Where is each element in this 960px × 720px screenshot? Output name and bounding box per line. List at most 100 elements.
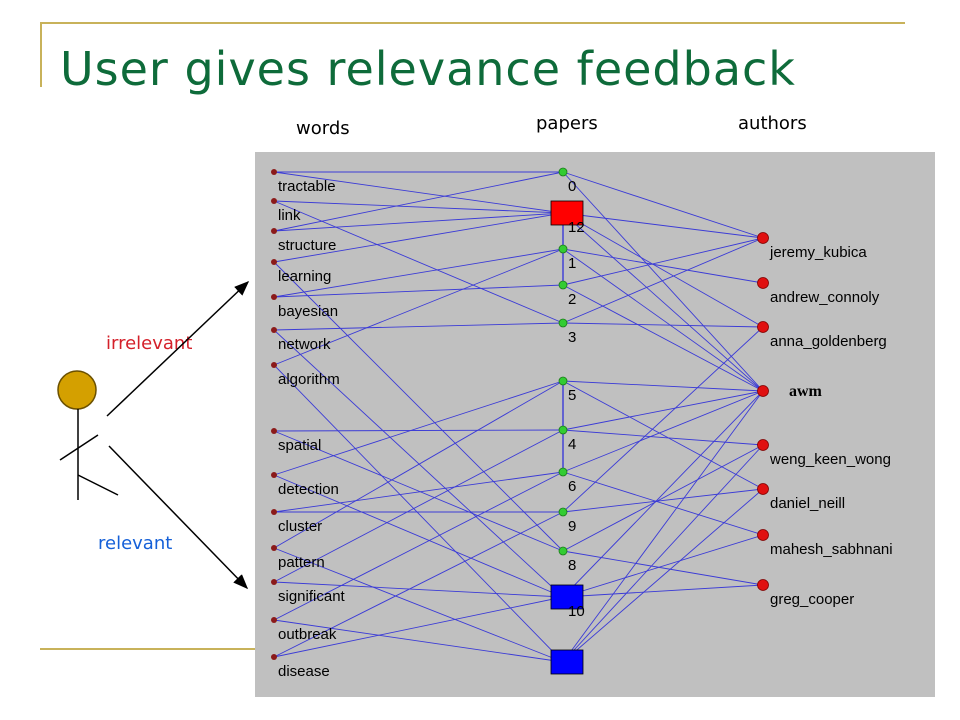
graph-edge — [273, 429, 564, 432]
paper-node-8[interactable] — [558, 546, 568, 556]
paper-node-unlabeled-relevant[interactable] — [550, 649, 584, 675]
word-node-network[interactable] — [271, 327, 277, 333]
graph-edge — [562, 444, 764, 552]
graph-edge — [562, 390, 764, 598]
paper-node-5[interactable] — [558, 376, 568, 386]
paper-node-2[interactable] — [558, 280, 568, 290]
author-node-weng-keen-wong[interactable] — [757, 439, 769, 451]
author-label-greg-cooper: greg_cooper — [770, 591, 854, 608]
word-label-cluster: cluster — [278, 518, 322, 535]
graph-edge — [273, 171, 564, 214]
graph-edge — [273, 619, 564, 663]
graph-edge — [273, 212, 564, 263]
graph-edge — [562, 390, 764, 663]
graph-edge — [273, 596, 564, 658]
node-layer: tractablelinkstructurelearningbayesianne… — [271, 167, 893, 680]
graph-edge — [562, 550, 764, 586]
slide-title: User gives relevance feedback — [60, 42, 796, 96]
paper-label-10: 10 — [568, 603, 585, 620]
word-node-bayesian[interactable] — [271, 294, 277, 300]
author-label-jeremy-kubica: jeremy_kubica — [769, 244, 867, 261]
author-label-weng-keen-wong: weng_keen_wong — [769, 451, 891, 468]
paper-node-0[interactable] — [558, 167, 568, 177]
author-node-daniel-neill[interactable] — [757, 483, 769, 495]
paper-label-9: 9 — [568, 518, 576, 535]
graph-edge — [273, 212, 564, 232]
word-node-pattern[interactable] — [271, 545, 277, 551]
frame-bottom-line — [40, 648, 255, 650]
author-label-anna-goldenberg: anna_goldenberg — [770, 333, 887, 350]
graph-edge — [273, 322, 564, 331]
author-label-daniel-neill: daniel_neill — [770, 495, 845, 512]
graph-background — [255, 152, 935, 697]
graph-edge — [562, 444, 764, 663]
graph-edge — [273, 248, 564, 298]
paper-node-9[interactable] — [558, 507, 568, 517]
graph-edge — [562, 212, 764, 239]
paper-label-5: 5 — [568, 387, 576, 404]
word-label-structure: structure — [278, 237, 336, 254]
author-node-mahesh-sabhnani[interactable] — [757, 529, 769, 541]
graph-edge — [562, 171, 764, 392]
graph-edge — [562, 429, 764, 446]
relevant-label: relevant — [98, 533, 173, 554]
frame-top-line — [40, 22, 905, 24]
author-label-andrew-connoly: andrew_connoly — [770, 289, 880, 306]
paper-label-0: 0 — [568, 178, 576, 195]
graph-edge — [273, 380, 564, 476]
user-leg — [77, 474, 119, 496]
frame-left-line — [40, 22, 42, 87]
word-label-significant: significant — [278, 588, 346, 605]
graph-edge — [562, 212, 764, 392]
word-node-tractable[interactable] — [271, 169, 277, 175]
word-node-disease[interactable] — [271, 654, 277, 660]
word-node-detection[interactable] — [271, 472, 277, 478]
word-label-learning: learning — [278, 268, 331, 285]
graph-edge — [562, 248, 764, 284]
paper-node-4[interactable] — [558, 425, 568, 435]
paper-node-6[interactable] — [558, 467, 568, 477]
graph-edge — [562, 380, 764, 490]
graph-edge — [273, 200, 564, 214]
graph-edge — [562, 390, 764, 473]
word-label-network: network — [278, 336, 331, 353]
irrelevant-label: irrelevant — [106, 333, 193, 354]
graph-edge — [273, 471, 564, 621]
column-header-papers: papers — [536, 113, 598, 134]
word-label-detection: detection — [278, 481, 339, 498]
author-node-greg-cooper[interactable] — [757, 579, 769, 591]
author-node-jeremy-kubica[interactable] — [757, 232, 769, 244]
graph-edge — [562, 488, 764, 663]
author-label-mahesh-sabhnani: mahesh_sabhnani — [770, 541, 893, 558]
author-node-anna-goldenberg[interactable] — [757, 321, 769, 333]
author-node-awm[interactable] — [757, 385, 769, 397]
graph-edge — [562, 534, 764, 598]
graph-edge — [273, 581, 564, 598]
graph-edge — [273, 380, 564, 549]
word-node-algorithm[interactable] — [271, 362, 277, 368]
graph-edge — [562, 584, 764, 598]
word-node-significant[interactable] — [271, 579, 277, 585]
word-node-learning[interactable] — [271, 259, 277, 265]
paper-node-10-relevant[interactable] — [550, 584, 584, 610]
paper-node-3[interactable] — [558, 318, 568, 328]
word-node-outbreak[interactable] — [271, 617, 277, 623]
paper-node-1[interactable] — [558, 244, 568, 254]
author-node-andrew-connoly[interactable] — [757, 277, 769, 289]
graph-edge — [562, 471, 764, 536]
paper-node-12-irrelevant[interactable] — [550, 200, 584, 226]
word-node-structure[interactable] — [271, 228, 277, 234]
user-head — [57, 370, 97, 410]
word-label-pattern: pattern — [278, 554, 325, 571]
word-label-tractable: tractable — [278, 178, 336, 195]
graph-edge — [273, 430, 564, 552]
word-node-spatial[interactable] — [271, 428, 277, 434]
graph-edge — [273, 284, 564, 298]
graph-edge — [562, 171, 764, 239]
graph-edge — [562, 212, 764, 328]
user-figure — [57, 280, 250, 590]
graph-edge — [273, 471, 564, 513]
word-node-cluster[interactable] — [271, 509, 277, 515]
word-node-link[interactable] — [271, 198, 277, 204]
graph-edge — [562, 237, 764, 286]
